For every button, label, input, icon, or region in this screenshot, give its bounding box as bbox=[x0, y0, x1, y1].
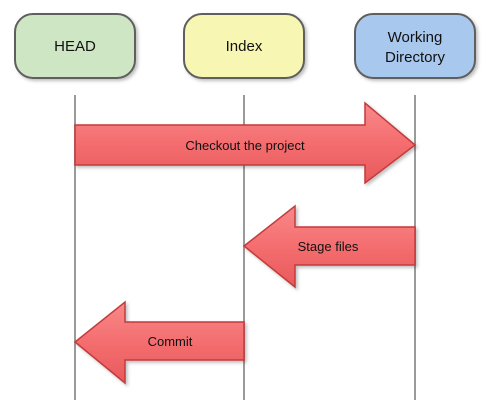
working-directory-node: Working Directory bbox=[354, 13, 476, 79]
commit-label: Commit bbox=[148, 334, 193, 349]
checkout-label: Checkout the project bbox=[185, 138, 305, 153]
commit-arrow: Commit bbox=[73, 300, 245, 385]
head-node: HEAD bbox=[14, 13, 136, 79]
checkout-arrow: Checkout the project bbox=[74, 101, 417, 185]
index-node: Index bbox=[183, 13, 305, 79]
stage-arrow: Stage files bbox=[242, 204, 416, 289]
index-label: Index bbox=[226, 38, 263, 55]
working-directory-label-line-2: Directory bbox=[385, 49, 446, 66]
head-label: HEAD bbox=[54, 38, 96, 55]
stage-label: Stage files bbox=[298, 239, 359, 254]
working-directory-label-line-1: Working bbox=[388, 29, 443, 46]
